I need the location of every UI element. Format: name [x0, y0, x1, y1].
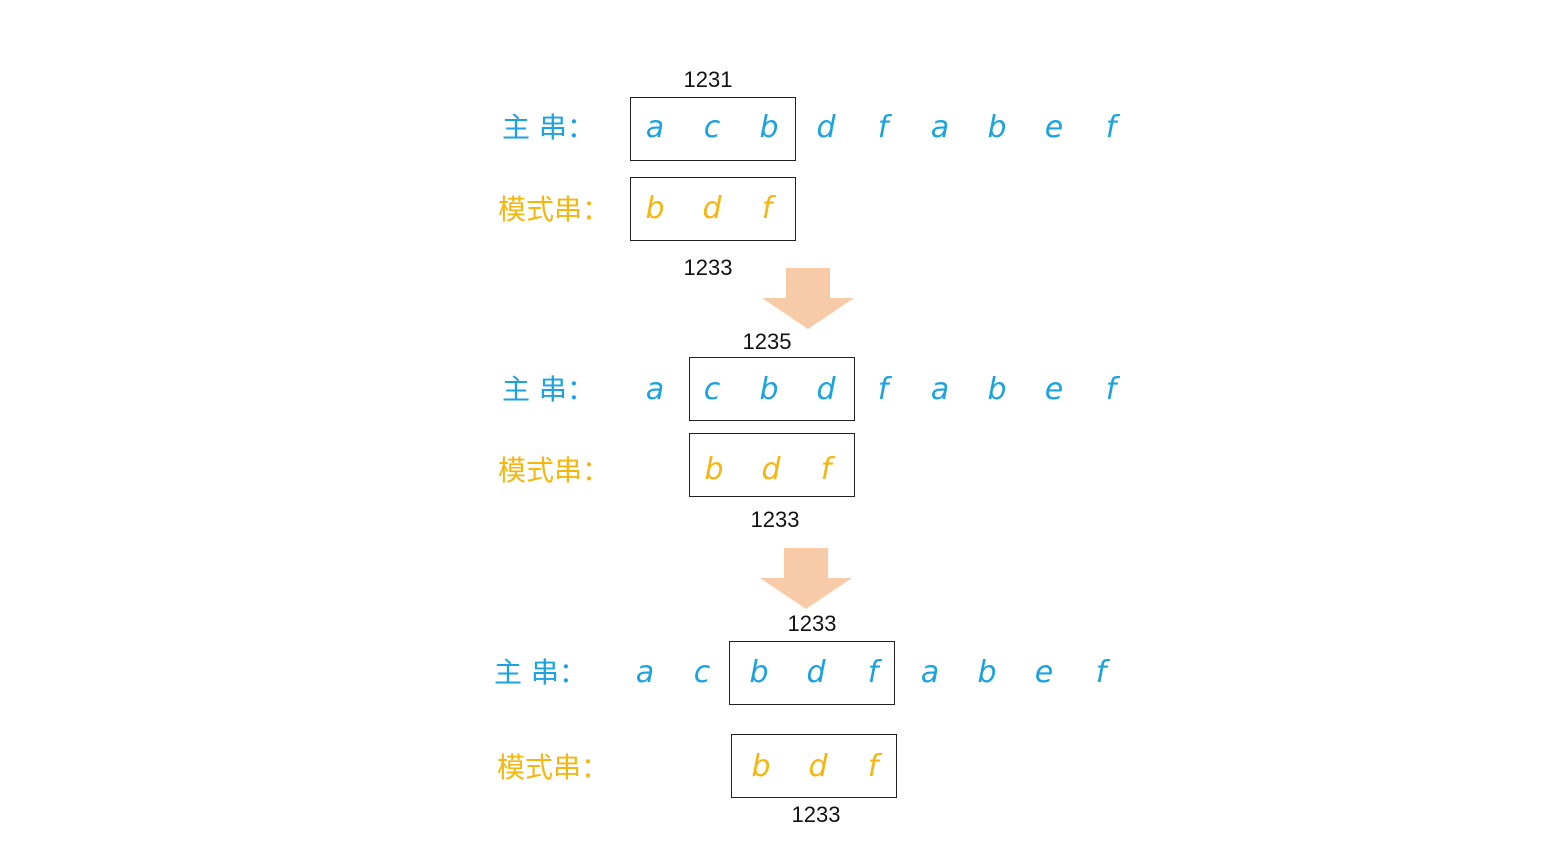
- main-char: a: [635, 655, 655, 690]
- main-char: b: [749, 655, 769, 690]
- down-arrow-icon: [760, 548, 852, 609]
- top-number: 1233: [787, 611, 837, 636]
- main-char: f: [877, 372, 889, 407]
- main-char: d: [816, 372, 836, 407]
- main-char: b: [987, 372, 1007, 407]
- main-char: f: [877, 110, 889, 145]
- main-char: e: [1044, 372, 1064, 407]
- top-number: 1231: [683, 67, 733, 92]
- pattern-char: f: [820, 452, 832, 487]
- main-char: d: [816, 110, 836, 145]
- pattern-char: f: [761, 191, 773, 226]
- bottom-number: 1233: [791, 802, 841, 827]
- main-string-label: 主 串：: [502, 111, 595, 144]
- down-arrow-icon: [762, 268, 854, 329]
- main-char: d: [806, 655, 826, 690]
- main-window-box: [729, 641, 895, 705]
- main-string-label: 主 串：: [502, 373, 595, 406]
- pattern-box: [731, 734, 897, 798]
- pattern-char: f: [867, 749, 879, 784]
- pattern-char: b: [751, 749, 771, 784]
- pattern-char: d: [808, 749, 828, 784]
- main-char: c: [703, 110, 721, 145]
- pattern-string-label: 模式串：: [498, 454, 611, 487]
- bottom-number: 1233: [750, 507, 800, 532]
- main-char: a: [920, 655, 940, 690]
- bottom-number: 1233: [683, 255, 733, 280]
- main-char: f: [1105, 372, 1117, 407]
- top-number: 1235: [742, 329, 792, 354]
- main-char: f: [1105, 110, 1117, 145]
- pattern-char: d: [702, 191, 722, 226]
- main-char: b: [759, 110, 779, 145]
- main-char: f: [867, 655, 879, 690]
- main-char: f: [1095, 655, 1107, 690]
- pattern-char: b: [704, 452, 724, 487]
- pattern-char: b: [645, 191, 665, 226]
- pattern-box: [630, 177, 796, 241]
- main-window-box: [689, 357, 855, 421]
- pattern-string-label: 模式串：: [497, 751, 610, 784]
- pattern-string-label: 模式串：: [498, 193, 611, 226]
- main-char: c: [693, 655, 711, 690]
- pattern-box: [689, 433, 855, 497]
- main-window-box: [630, 97, 796, 161]
- main-char: e: [1034, 655, 1054, 690]
- main-char: a: [645, 110, 665, 145]
- main-char: b: [759, 372, 779, 407]
- main-char: b: [987, 110, 1007, 145]
- pattern-char: d: [761, 452, 781, 487]
- main-string-label: 主 串：: [494, 656, 587, 689]
- main-char: e: [1044, 110, 1064, 145]
- main-char: a: [930, 372, 950, 407]
- main-char: b: [977, 655, 997, 690]
- main-char: c: [703, 372, 721, 407]
- main-char: a: [930, 110, 950, 145]
- main-char: a: [645, 372, 665, 407]
